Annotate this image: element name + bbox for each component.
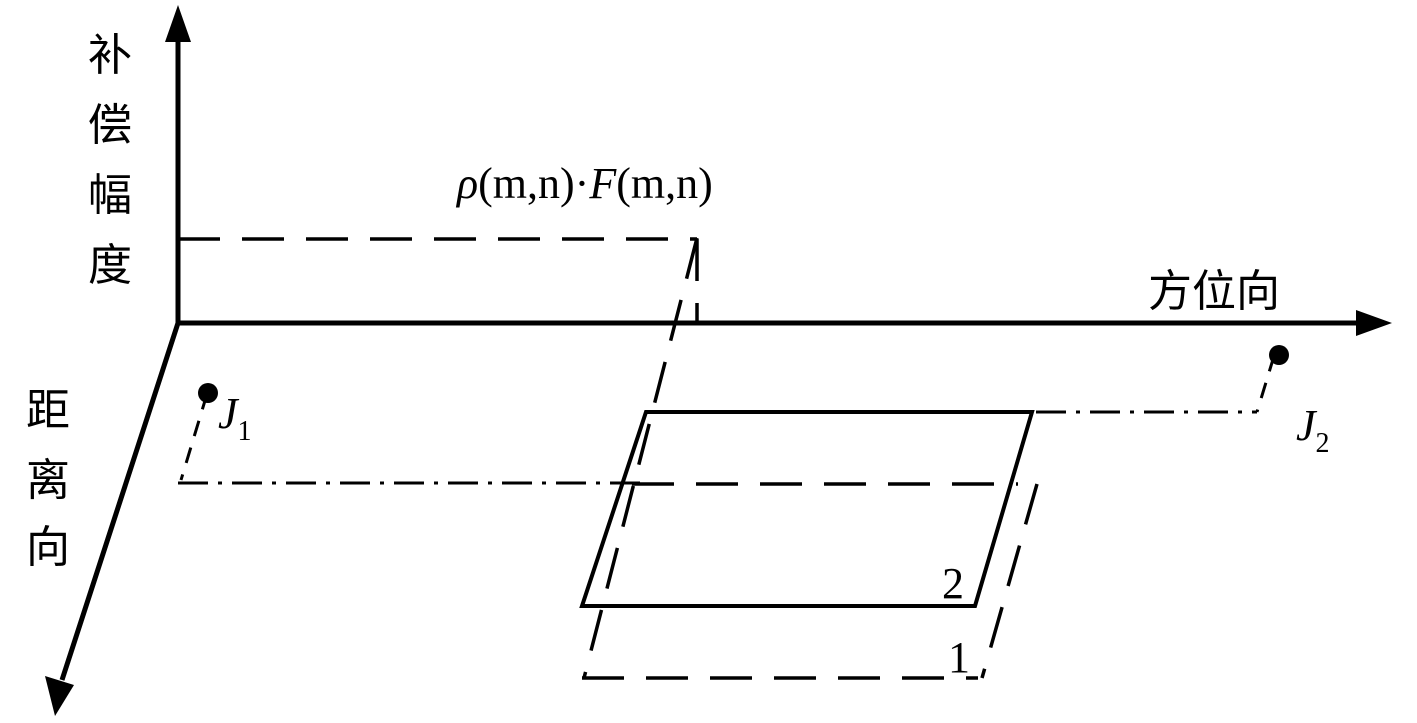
region-1-label: 1 xyxy=(948,633,970,682)
vertical-axis-label-2: 偿 xyxy=(88,100,132,151)
j1-point xyxy=(198,383,218,403)
vertical-axis-label-3: 幅 xyxy=(88,170,132,221)
region-2-label: 2 xyxy=(942,559,964,608)
j1-label-sub: 1 xyxy=(238,416,252,447)
j2-point xyxy=(1269,345,1289,365)
j2-label-main: J xyxy=(1296,401,1318,450)
region-1-right-edge xyxy=(980,483,1039,679)
formula-label: ρ(m,n)·F(m,n) xyxy=(455,159,713,208)
formula-rho: ρ xyxy=(455,159,478,208)
j1-stem xyxy=(179,393,209,481)
region-1-left-edge xyxy=(582,237,699,679)
region-2-parallelogram xyxy=(579,410,1035,608)
vertical-axis-label-4: 度 xyxy=(88,240,132,291)
azimuth-axis-arrowhead xyxy=(1356,310,1392,336)
j1-label: J1 xyxy=(218,389,252,447)
range-axis-label-1: 距 xyxy=(26,385,70,436)
j2-label-sub: 2 xyxy=(1316,428,1330,459)
range-axis-label-3: 向 xyxy=(26,522,70,573)
formula-dot: · xyxy=(575,159,590,208)
range-axis xyxy=(59,322,181,681)
vertical-axis-label-1: 补 xyxy=(88,30,132,81)
range-axis-arrowhead xyxy=(45,676,74,716)
j2-stem xyxy=(1255,355,1276,413)
j2-label: J2 xyxy=(1296,401,1330,459)
formula-args-1: (m,n) xyxy=(478,159,575,208)
j1-label-main: J xyxy=(218,389,240,438)
formula-args-2: (m,n) xyxy=(616,159,713,208)
formula-f: F xyxy=(588,159,617,208)
range-axis-label-2: 离 xyxy=(26,455,70,506)
azimuth-axis-label: 方位向 xyxy=(1148,266,1280,317)
vertical-axis-arrowhead xyxy=(165,5,191,42)
